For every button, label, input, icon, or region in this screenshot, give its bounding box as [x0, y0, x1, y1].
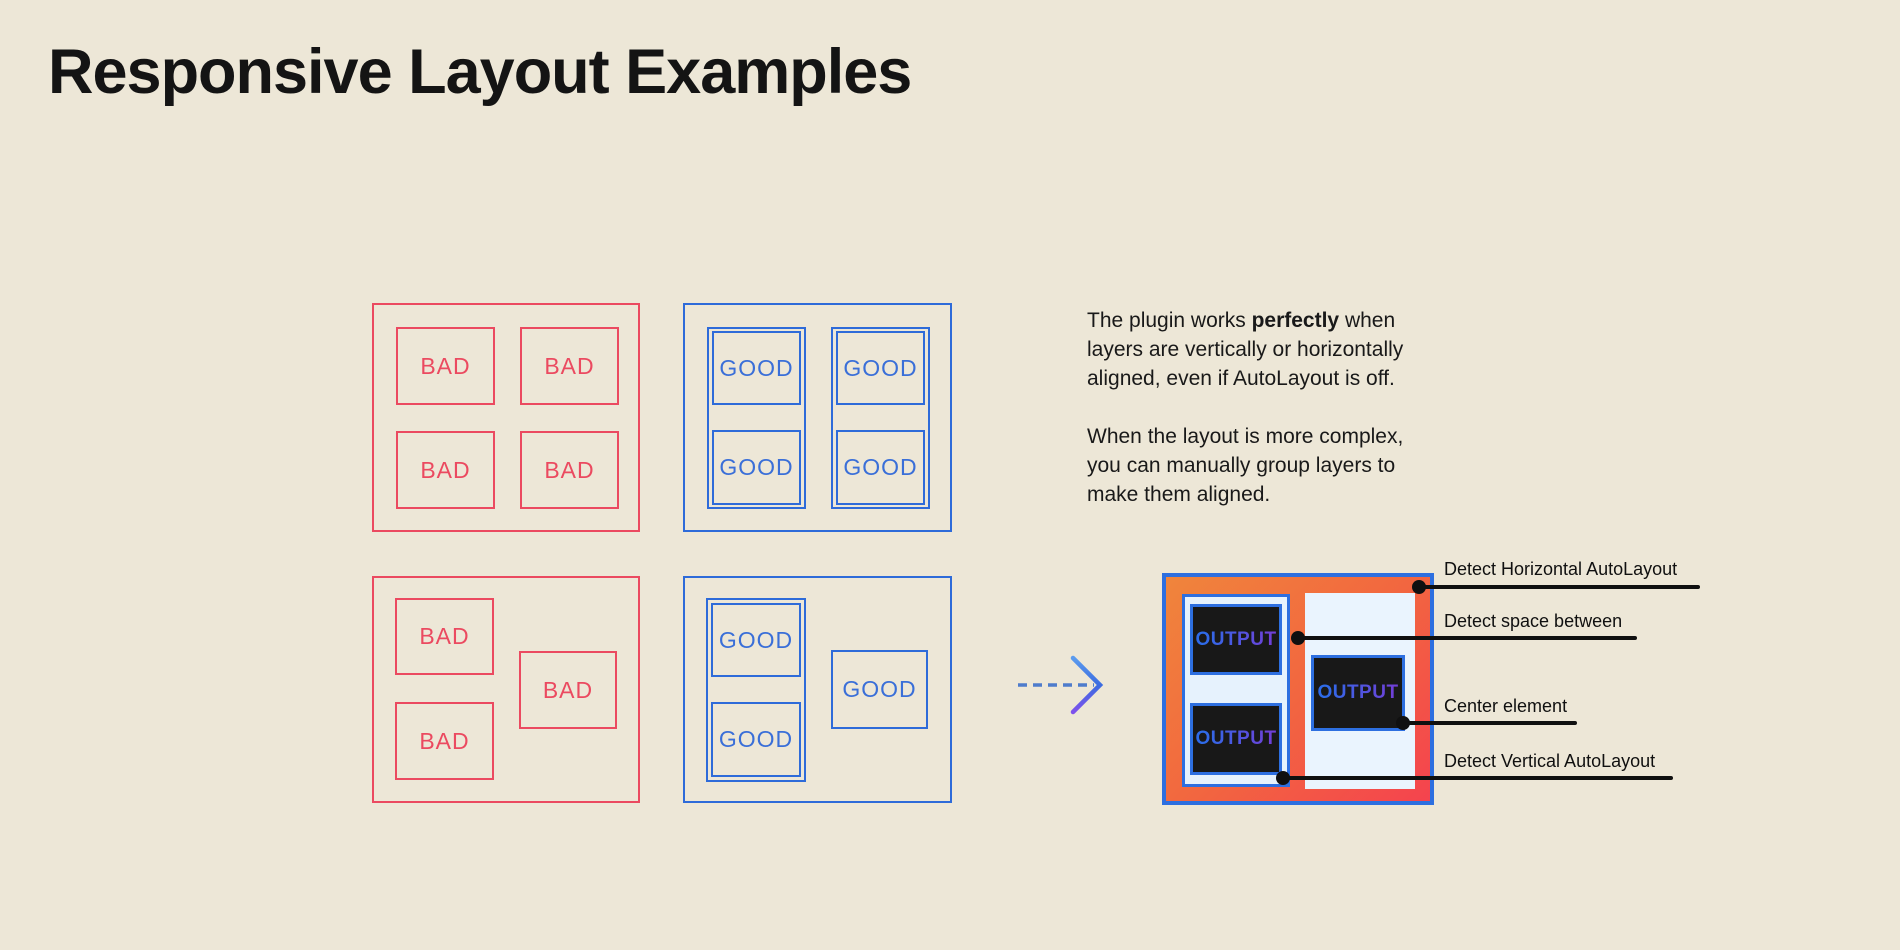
good-box: GOOD [836, 331, 925, 405]
annotation-label-space-between: Detect space between [1444, 611, 1623, 631]
bad-box-label: BAD [544, 352, 595, 379]
description-text-span: when layers are vertically or horizontal… [1087, 309, 1404, 390]
good-box-label: GOOD [719, 354, 794, 381]
output-preview-frame: OUTPUT OUTPUT OUTPUT [1162, 573, 1434, 805]
output-box: OUTPUT [1190, 703, 1282, 775]
annotation-line [1298, 636, 1637, 640]
annotation-dot [1276, 771, 1290, 785]
annotation-line [1419, 585, 1700, 589]
good-box-label: GOOD [719, 454, 794, 480]
good-box: GOOD [711, 702, 801, 777]
good-box: GOOD [712, 430, 801, 505]
page-title: Responsive Layout Examples [48, 37, 912, 107]
bad-box-label: BAD [544, 456, 595, 483]
transform-arrow-icon [1018, 655, 1104, 715]
good-box: GOOD [836, 430, 925, 505]
good-box: GOOD [712, 331, 801, 405]
bad-box: BAD [396, 327, 495, 405]
description-paragraph-1: The plugin works perfectly when layers a… [1087, 306, 1441, 393]
output-box-centered: OUTPUT [1311, 655, 1405, 731]
output-box-label: OUTPUT [1195, 628, 1277, 650]
good-box-label: GOOD [718, 626, 794, 653]
output-box: OUTPUT [1190, 604, 1282, 675]
good-box-label: GOOD [843, 354, 918, 381]
annotation-label-vertical-autolayout: Detect Vertical AutoLayout [1444, 751, 1656, 771]
example-good-grouped-layout: GOOD GOOD GOOD [683, 576, 952, 803]
annotation-label-center-element: Center element [1444, 696, 1568, 716]
bad-box-label: BAD [419, 623, 470, 649]
good-box-label: GOOD [842, 676, 917, 702]
bad-box: BAD [395, 702, 494, 780]
bad-box: BAD [396, 431, 495, 509]
output-vertical-group: OUTPUT OUTPUT [1182, 594, 1290, 787]
annotation-dot [1396, 716, 1410, 730]
bad-box: BAD [520, 327, 619, 405]
example-good-aligned-grid: GOOD GOOD GOOD GOOD [683, 303, 952, 532]
bad-box: BAD [520, 431, 619, 509]
good-group: GOOD GOOD [707, 327, 806, 509]
bad-box: BAD [395, 598, 494, 675]
good-box-label: GOOD [843, 454, 918, 480]
good-box: GOOD [711, 603, 801, 677]
description-text: The plugin works perfectly when layers a… [1087, 306, 1441, 509]
example-bad-irregular-layout: BAD BAD BAD [372, 576, 640, 803]
description-bold-word: perfectly [1251, 309, 1340, 332]
bad-box-label: BAD [420, 352, 471, 379]
bad-box: BAD [519, 651, 617, 729]
annotation-line [1403, 721, 1577, 725]
description-paragraph-2: When the layout is more complex, you can… [1087, 425, 1404, 506]
annotation-line [1283, 776, 1673, 780]
output-box-label: OUTPUT [1195, 728, 1277, 749]
annotation-dot [1412, 580, 1426, 594]
annotation-dot [1291, 631, 1305, 645]
bad-box-label: BAD [420, 456, 471, 483]
good-group: GOOD GOOD [706, 598, 806, 782]
description-text-span: The plugin works [1087, 309, 1252, 332]
good-group: GOOD GOOD [831, 327, 930, 509]
bad-box-label: BAD [419, 727, 470, 754]
output-box-label: OUTPUT [1317, 682, 1399, 703]
annotation-label-horizontal-autolayout: Detect Horizontal AutoLayout [1444, 559, 1678, 579]
good-box: GOOD [831, 650, 928, 729]
good-box-label: GOOD [718, 726, 794, 752]
bad-box-label: BAD [542, 676, 594, 703]
example-bad-aligned-grid: BAD BAD BAD BAD [372, 303, 640, 532]
